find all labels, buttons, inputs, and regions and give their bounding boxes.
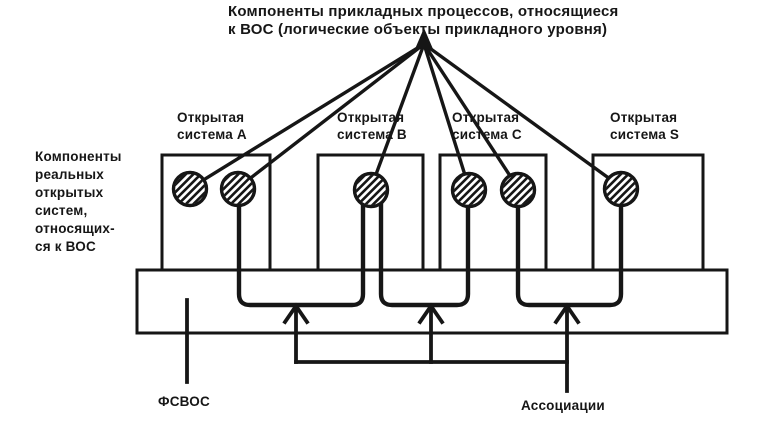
system-a-label-line-2: система A <box>177 127 247 142</box>
left-caption-line-6: ся к ВОС <box>35 239 96 254</box>
object-circle-c1-hatch <box>454 175 484 205</box>
system-box-c <box>438 153 548 272</box>
fan-line-to-c1 <box>421 41 472 191</box>
system-c-label-line-2: система C <box>452 127 522 142</box>
object-circles <box>171 170 640 209</box>
association-arrow-2-icon <box>417 302 445 325</box>
left-caption-line-1: Компоненты <box>35 149 122 164</box>
fan-line-to-c2 <box>421 41 521 191</box>
left-caption-line-5: относящих- <box>35 221 115 236</box>
fan-line-to-a1 <box>189 41 427 190</box>
object-circle-s-hatch <box>606 174 636 204</box>
association-curve-c-s <box>515 195 624 308</box>
top-caption-line-2: к ВОС (логические объекты прикладного ур… <box>228 21 607 38</box>
system-s-label-line-1: Открытая <box>610 110 677 125</box>
pointer-lines <box>185 298 581 393</box>
left-caption-line-3: открытых <box>35 185 104 200</box>
left-caption-line-2: реальных <box>35 167 104 182</box>
left-caption-line-4: систем, <box>35 203 87 218</box>
association-curves <box>236 195 624 308</box>
association-arrow-1-icon <box>282 302 310 325</box>
association-curve-b-c <box>378 195 471 308</box>
fsvos-label: ФСВОС <box>158 394 210 409</box>
object-circle-c2-hatch <box>503 175 533 205</box>
line-art <box>135 28 729 393</box>
top-caption-line-1: Компоненты прикладных процессов, относящ… <box>228 3 618 20</box>
system-box-s <box>591 153 705 272</box>
associations-label: Ассоциации <box>521 398 605 413</box>
fan-apex-arrowhead-icon <box>415 28 433 49</box>
labels: Компоненты прикладных процессов, относящ… <box>35 3 679 413</box>
fan-lines <box>189 41 624 191</box>
fan-line-to-b <box>368 41 427 191</box>
fan-line-to-a2 <box>236 41 427 190</box>
association-arrow-3-icon <box>553 302 581 325</box>
association-curve-a-b <box>236 195 366 308</box>
system-b-label-line-2: система B <box>337 127 407 142</box>
fan-line-to-s <box>421 41 624 190</box>
system-c-label-line-1: Открытая <box>452 110 519 125</box>
object-circle-a2-hatch <box>223 174 253 204</box>
system-s-label-line-2: система S <box>610 127 679 142</box>
object-circle-b-hatch <box>356 175 386 205</box>
object-circle-a1-hatch <box>175 174 205 204</box>
system-b-label-line-1: Открытая <box>337 110 404 125</box>
system-a-label-line-1: Открытая <box>177 110 244 125</box>
